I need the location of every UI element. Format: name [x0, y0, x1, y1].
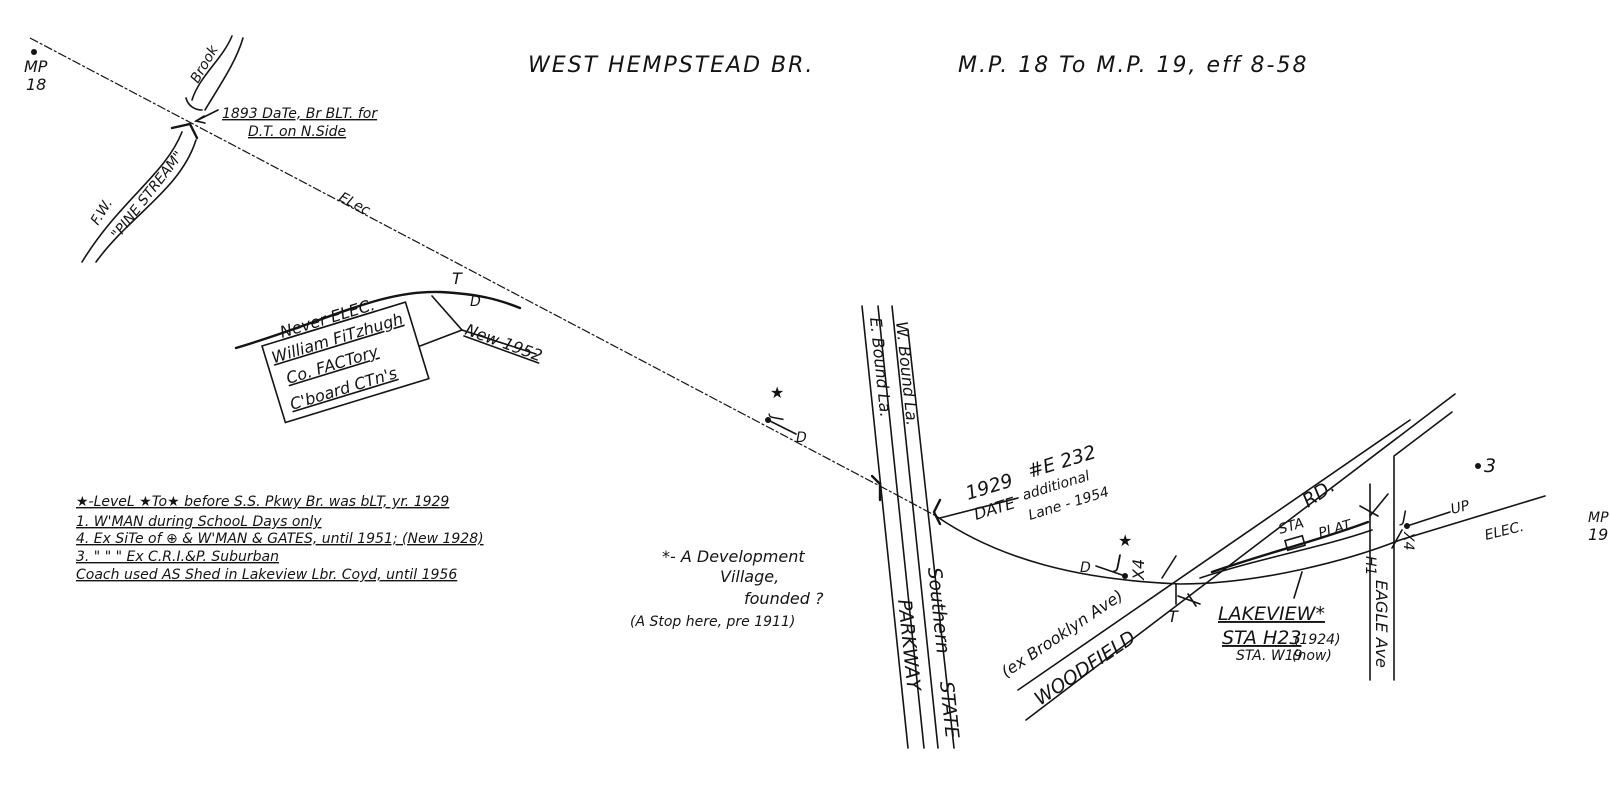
- signal-west-d: D: [796, 430, 807, 446]
- woodfield-road-line-1: [1025, 393, 1456, 721]
- signal-woodfield-d: D: [1080, 560, 1091, 576]
- milepost-19-label: MP: [1588, 510, 1609, 526]
- parkway-name-3: STATE: [935, 680, 963, 739]
- woodfield-road-line-2: [1017, 419, 1411, 691]
- title-range: M.P. 18 To M.P. 19, eff 8-58: [958, 53, 1309, 78]
- factory-outline: [261, 301, 430, 424]
- bridge-note-arrowhead: [193, 115, 206, 124]
- bridge-note-line1: 1893 DaTe, Br BLT. for: [222, 106, 378, 122]
- main-track-east: [935, 495, 1546, 585]
- title-branch: WEST HEMPSTEAD BR.: [528, 53, 814, 78]
- milepost-18-label: MP: [24, 57, 48, 76]
- bridge-marker: [170, 122, 199, 140]
- signal-west-star: ★: [770, 383, 784, 402]
- up-label: UP: [1449, 498, 1472, 518]
- legend-line4: 3. " " " Ex C.R.I.&P. Suburban: [76, 549, 279, 565]
- h1-label: H1: [1362, 556, 1378, 575]
- brook-label: Brook: [188, 42, 223, 86]
- milepost-18-number: 18: [26, 75, 46, 94]
- bridge-note-line2: D.T. on N.Side: [248, 124, 346, 140]
- milepost-18-marker: [31, 49, 37, 55]
- parkway-bridge-west: [870, 474, 882, 502]
- station-w19-note: (now): [1292, 648, 1332, 664]
- brook-bank-2: [204, 37, 244, 111]
- development-note-line3: founded ?: [744, 589, 824, 608]
- station-platform-line-1: [1199, 529, 1373, 579]
- elec-label-east: ELEC.: [1483, 519, 1525, 544]
- station-plat-label: PLAT.: [1317, 516, 1356, 541]
- elec-label-west: ELec: [336, 189, 373, 219]
- new-1952-pointer-2: [419, 329, 463, 347]
- crossing-gate-east-2: [1391, 529, 1403, 549]
- legend: ★-LeveL ★To★ before S.S. Pkwy Br. was bL…: [76, 494, 484, 583]
- parkway-line-4: [907, 329, 955, 749]
- parkway-bridge-east: [932, 498, 942, 526]
- main-track-under-parkway: [894, 493, 937, 517]
- crossing-t-label: T: [1168, 607, 1179, 626]
- legend-line2: 1. W'MAN during SchooL Days only: [76, 514, 322, 530]
- legend-line3: 4. Ex SiTe of ⊕ & W'MAN & GATES, until 1…: [76, 531, 484, 547]
- parkway-line-2: [877, 305, 925, 749]
- signal-woodfield-arrow: [1095, 565, 1126, 577]
- brook-bend: [185, 97, 203, 111]
- stream-bank-2: [95, 139, 197, 263]
- development-note-line2: Village,: [720, 567, 779, 586]
- wb-lane-label: W. Bound La.: [892, 320, 922, 426]
- development-note-line1: *- A Development: [662, 547, 805, 566]
- station-name: LAKEVIEW*: [1218, 603, 1325, 625]
- station-sta-label: STA: [1277, 515, 1306, 537]
- station-h23-year: (1924): [1294, 632, 1341, 648]
- crossing-x4-east-label: X4: [1400, 531, 1416, 551]
- main-track-west: [29, 37, 896, 495]
- development-note-line4: (A Stop here, pre 1911): [630, 614, 795, 630]
- ex-brooklyn-label: (ex Brooklyn Ave): [998, 586, 1127, 682]
- fw-label: F.W.: [88, 196, 116, 228]
- station-building: [1283, 534, 1307, 552]
- eb-lane-label: E. Bound La.: [866, 316, 895, 418]
- station-platform-line-2: [1210, 520, 1370, 574]
- eagle-ave-label: EAGLE Ave: [1372, 580, 1391, 668]
- stream-label: "PINE STREAM": [109, 148, 187, 242]
- legend-line5: Coach used AS Shed in Lakeview Lbr. Coyd…: [76, 567, 457, 583]
- parkway-date-arrow: [939, 497, 1019, 519]
- factory-siding: [234, 290, 522, 350]
- parkway-line-1: [861, 305, 909, 749]
- station-sta-w19: STA. W19: [1236, 648, 1303, 664]
- brook-bank-1: [191, 35, 233, 101]
- legend-line1: ★-LeveL ★To★ before S.S. Pkwy Br. was bL…: [76, 494, 449, 510]
- milepost-3-dot: [1475, 463, 1481, 469]
- crossing-t-gate: [1175, 583, 1201, 607]
- siding-d-label: D: [470, 294, 481, 310]
- signal-west-j: J: [768, 413, 787, 421]
- station-sta-h23: STA H23: [1222, 627, 1301, 649]
- crossing-gate-west: [1161, 555, 1177, 579]
- signal-woodfield-j: J: [1112, 551, 1122, 573]
- stream-bank-1: [81, 131, 183, 263]
- signal-west-arrow: [767, 419, 797, 435]
- rd-label: RD.: [1298, 475, 1338, 512]
- crossing-gate-east-1: [1359, 493, 1389, 517]
- station-pointer-arrow: [1293, 571, 1303, 599]
- milepost-19-number: 19: [1588, 525, 1608, 544]
- signal-east-arrow: [1406, 511, 1451, 527]
- signal-woodfield-star: ★: [1118, 531, 1132, 550]
- siding-t-label: T: [452, 269, 463, 288]
- milepost-3-label: 3: [1484, 455, 1496, 477]
- crossing-x4-label: X4: [1129, 559, 1148, 581]
- signal-east-j: J: [1399, 507, 1407, 526]
- parkway-line-3: [891, 305, 939, 749]
- parkway-name-1: PARKWAY: [893, 598, 925, 693]
- new-1952-label: New 1952: [463, 320, 545, 365]
- eagle-ave-line-2: [1393, 411, 1453, 681]
